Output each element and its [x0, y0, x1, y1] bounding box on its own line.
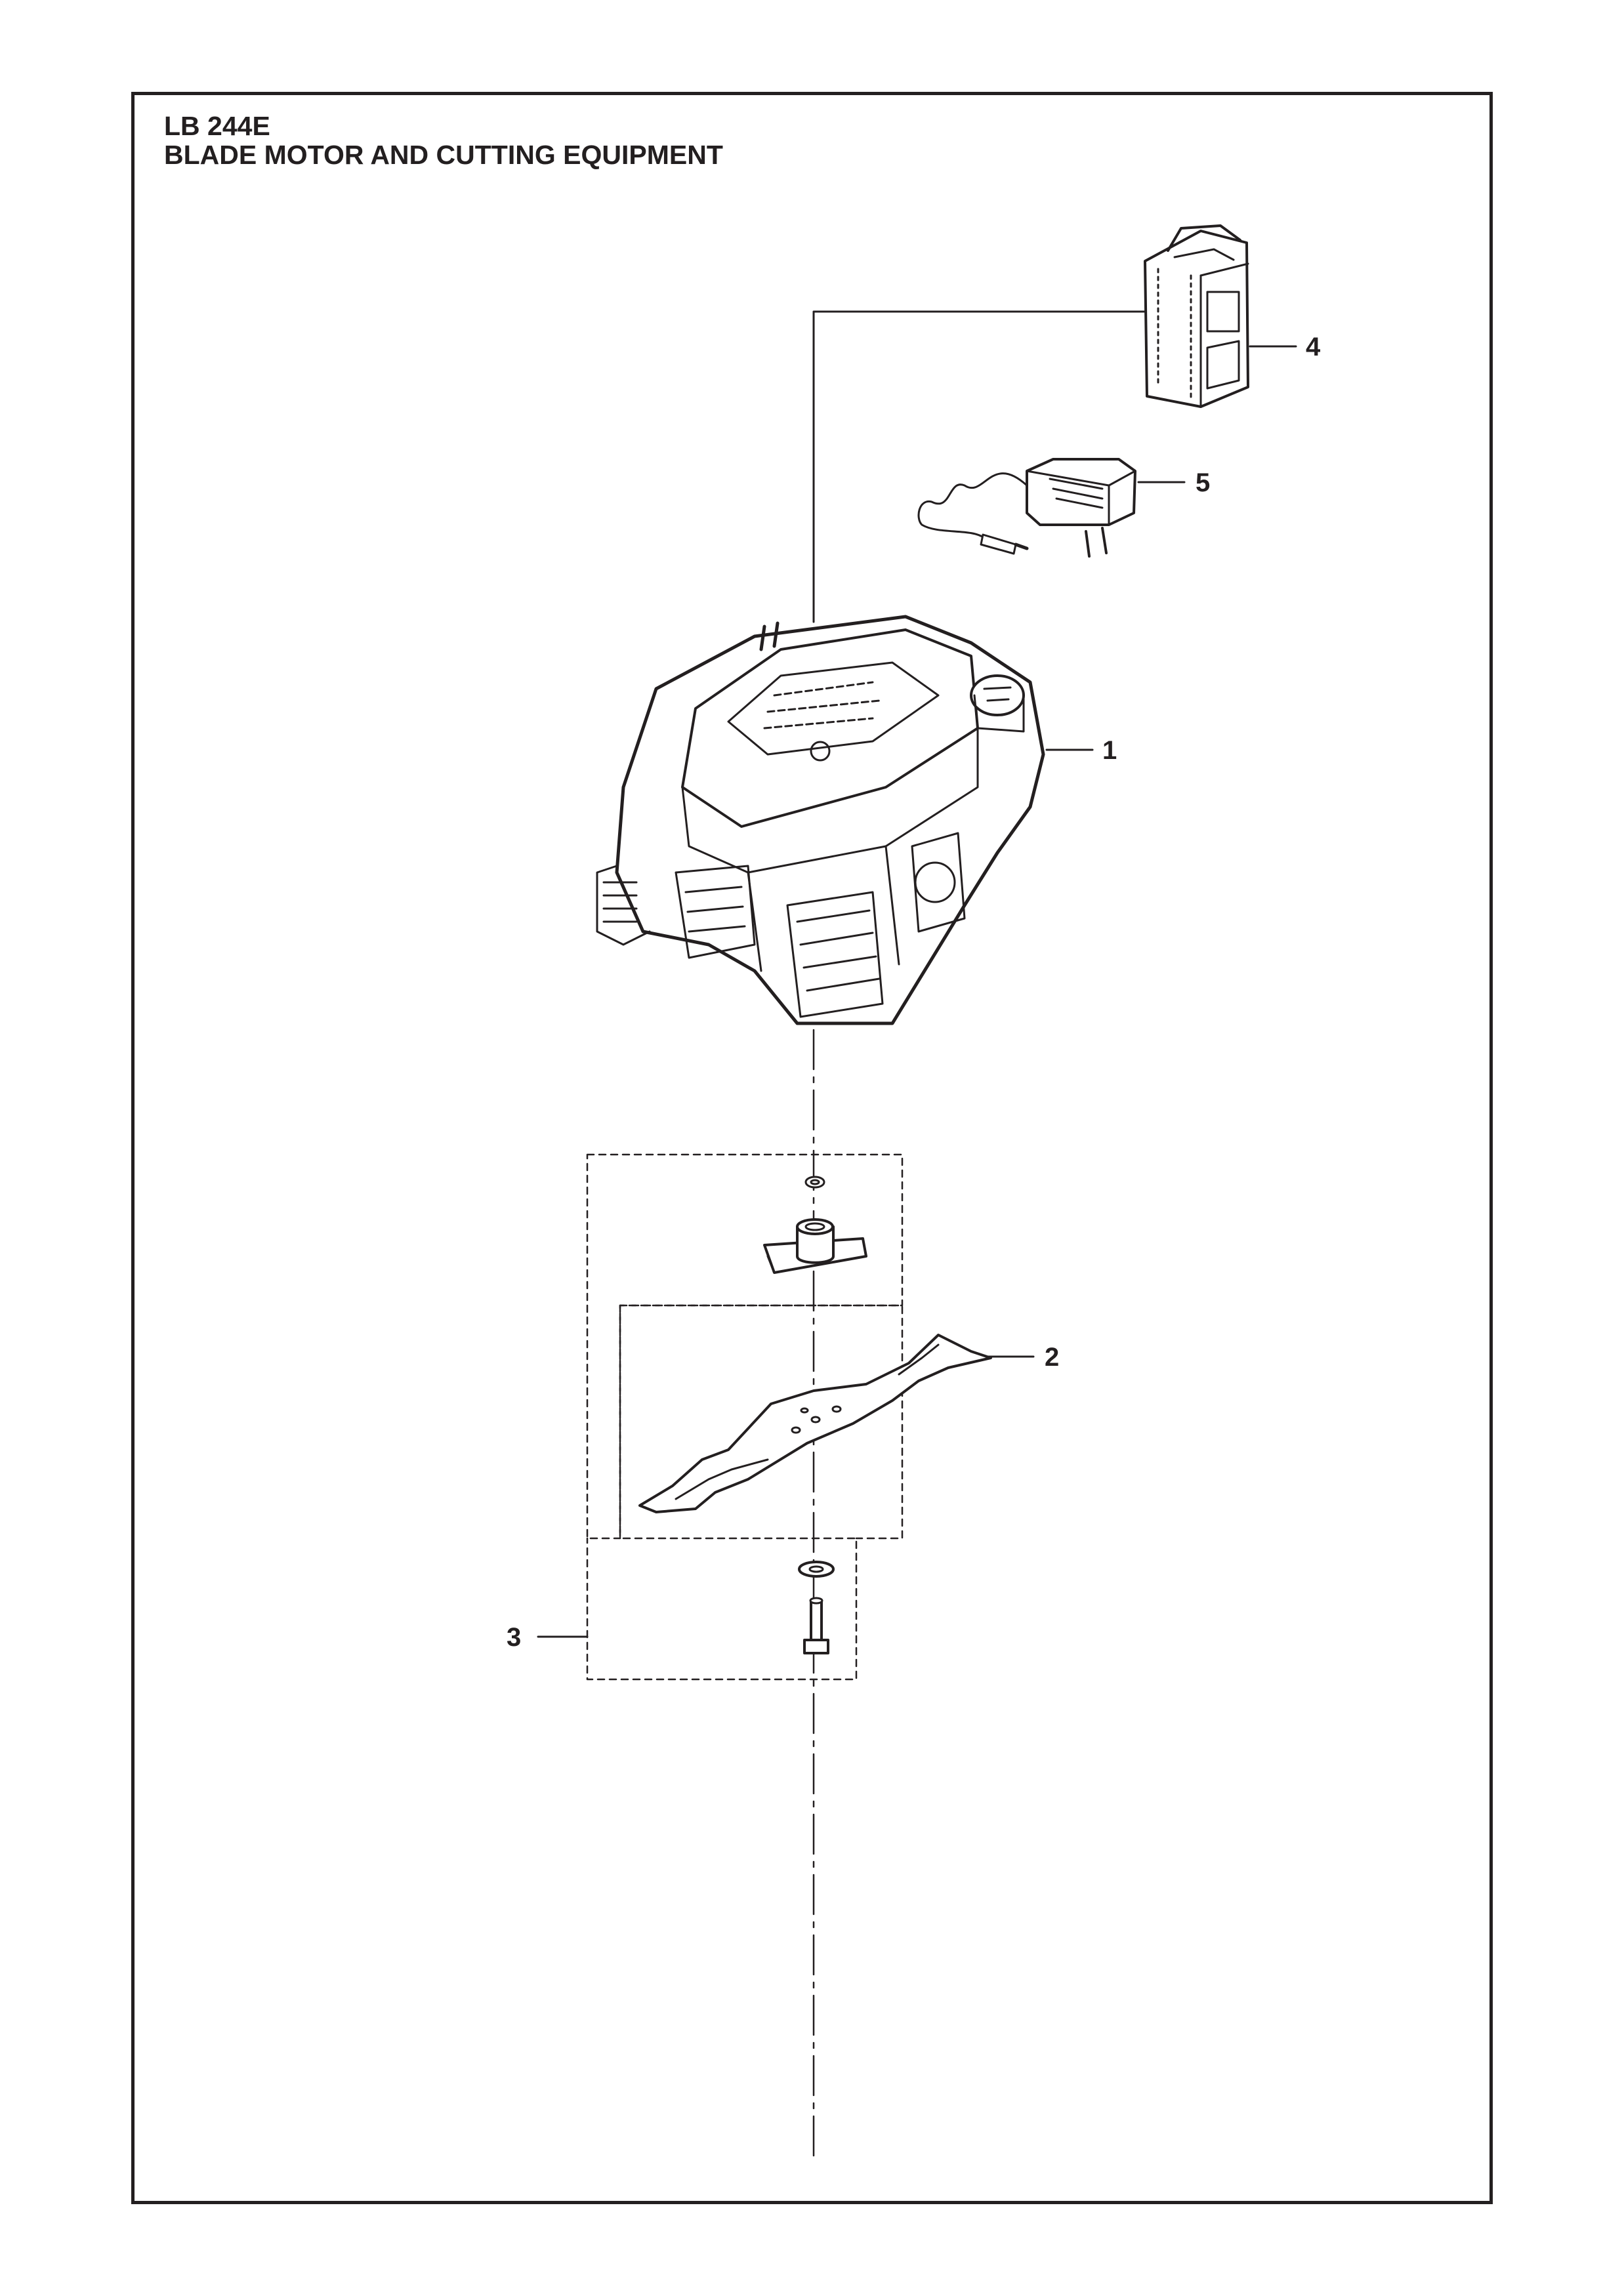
section-title: BLADE MOTOR AND CUTTING EQUIPMENT	[164, 140, 723, 170]
callout-1: 1	[1102, 736, 1117, 765]
battery-leader-line	[812, 310, 1146, 623]
callout-4: 4	[1306, 333, 1321, 361]
battery-pack	[1144, 224, 1249, 408]
blade-box	[619, 1304, 904, 1540]
page-frame	[131, 92, 1493, 2204]
cutting-blade	[638, 1334, 992, 1513]
top-washer	[804, 1176, 825, 1189]
blade-bolt	[803, 1597, 829, 1654]
engine	[596, 615, 1045, 1025]
callout-2: 2	[1045, 1343, 1060, 1372]
model-title: LB 244E	[164, 111, 270, 141]
callout-3: 3	[507, 1623, 522, 1652]
lower-washer	[798, 1561, 835, 1578]
blade-adapter	[763, 1218, 867, 1274]
charger	[917, 458, 1136, 558]
kit-box-lower	[586, 1304, 858, 1681]
callout-5: 5	[1196, 468, 1211, 497]
